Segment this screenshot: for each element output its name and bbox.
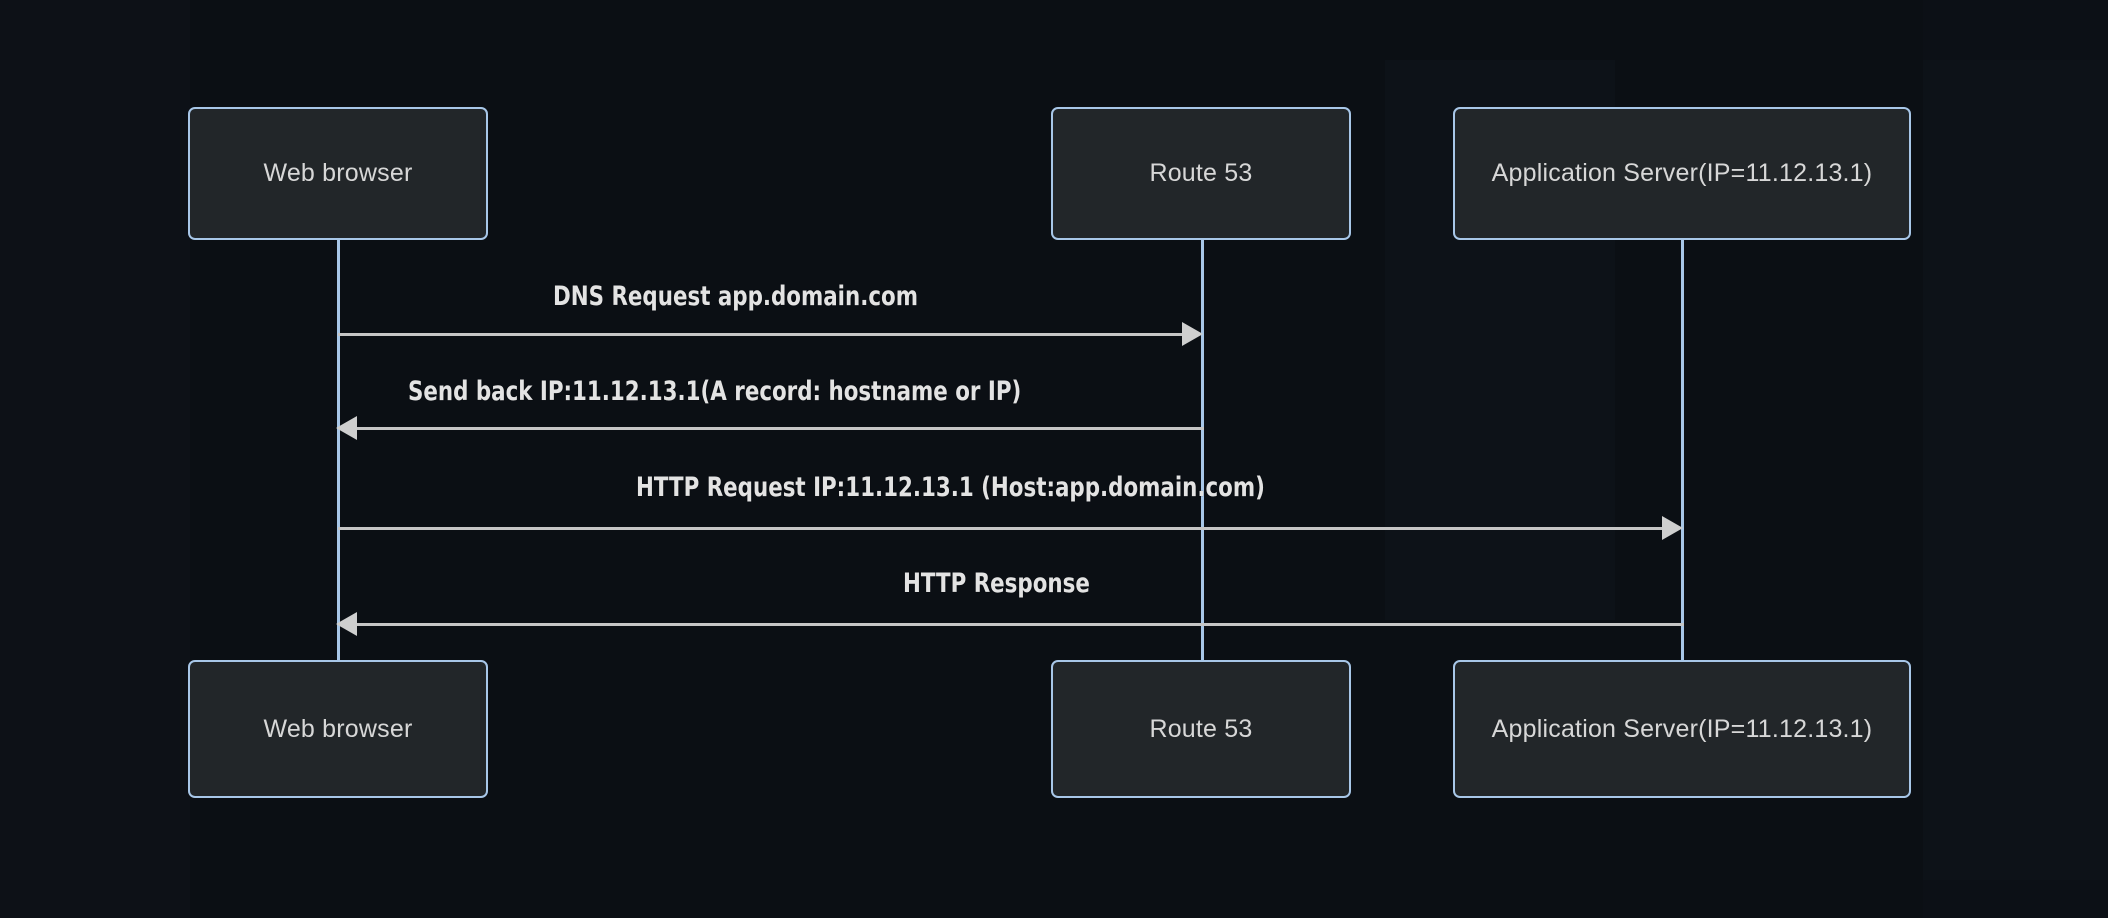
participant-label-bottom-browser: Web browser — [263, 714, 413, 743]
background-patch-right-lower — [1923, 620, 2108, 880]
lifeline-appserver — [1681, 240, 1684, 662]
participant-box-bottom-browser[interactable]: Web browser — [188, 660, 488, 798]
participant-box-top-route53[interactable]: Route 53 — [1051, 107, 1351, 240]
message-label-1: DNS Request app.domain.com — [553, 281, 918, 312]
arrow-head-right-3 — [1662, 516, 1683, 540]
message-label-2: Send back IP:11.12.13.1(A record: hostna… — [408, 376, 1022, 407]
participant-label-bottom-route53: Route 53 — [1149, 714, 1253, 743]
message-line-2 — [357, 427, 1204, 430]
participant-box-bottom-route53[interactable]: Route 53 — [1051, 660, 1351, 798]
participant-box-top-appserver[interactable]: Application Server(IP=11.12.13.1) — [1453, 107, 1911, 240]
background-band-left — [0, 0, 190, 918]
arrow-head-left-4 — [336, 612, 357, 636]
lifeline-route53 — [1201, 240, 1204, 662]
message-line-1 — [338, 333, 1183, 336]
participant-box-bottom-appserver[interactable]: Application Server(IP=11.12.13.1) — [1453, 660, 1911, 798]
participant-label-top-route53: Route 53 — [1149, 159, 1253, 187]
background-patch-right — [1923, 60, 2108, 620]
arrow-head-left-2 — [336, 416, 357, 440]
message-line-3 — [338, 527, 1663, 530]
message-label-4: HTTP Response — [903, 568, 1090, 599]
lifeline-browser — [337, 240, 340, 662]
arrow-head-right-1 — [1182, 322, 1203, 346]
participant-box-top-browser[interactable]: Web browser — [188, 107, 488, 240]
message-line-4 — [357, 623, 1684, 626]
message-label-3: HTTP Request IP:11.12.13.1 (Host:app.dom… — [636, 472, 1265, 503]
participant-label-bottom-appserver: Application Server(IP=11.12.13.1) — [1491, 714, 1873, 743]
participant-label-top-browser: Web browser — [263, 159, 413, 187]
participant-label-top-appserver: Application Server(IP=11.12.13.1) — [1491, 159, 1873, 187]
